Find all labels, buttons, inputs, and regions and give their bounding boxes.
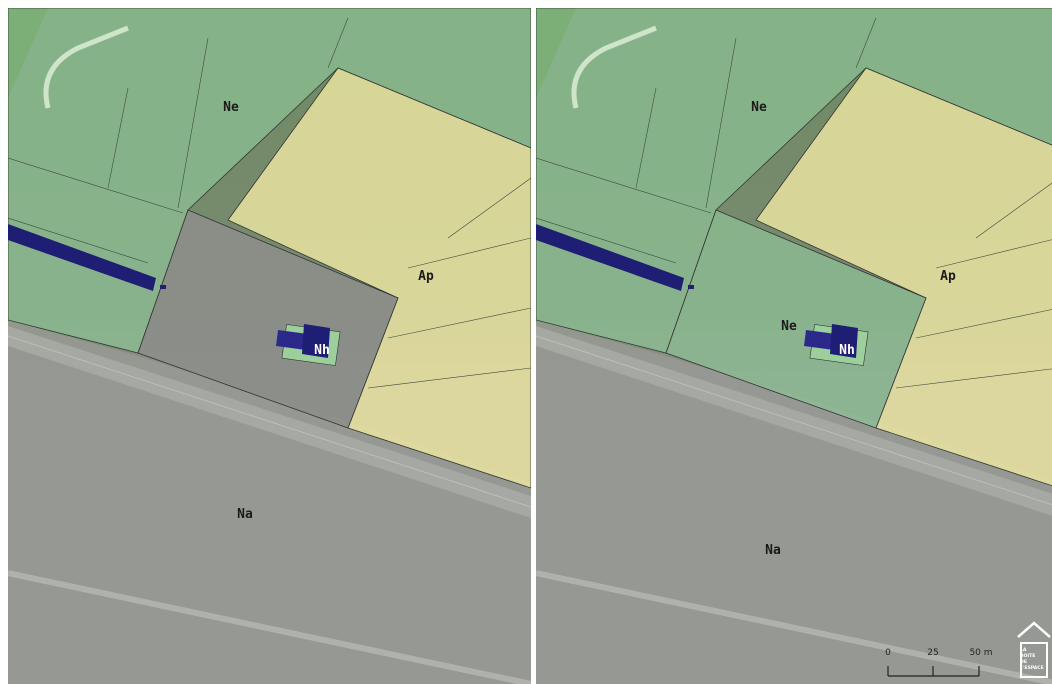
zone-na bbox=[8, 320, 531, 684]
track bbox=[536, 570, 1052, 684]
building-small bbox=[160, 285, 166, 289]
label-ap: Ap bbox=[418, 269, 434, 284]
logo-line-1: LA bbox=[1020, 647, 1027, 653]
scale-tick-0: 0 bbox=[885, 648, 891, 658]
label-nh: Nh bbox=[314, 343, 330, 358]
building-strip bbox=[536, 224, 684, 291]
zone-ne bbox=[8, 8, 531, 354]
label-nh: Nh bbox=[839, 343, 855, 358]
building-nh-b bbox=[302, 324, 330, 358]
road-line bbox=[8, 335, 531, 508]
map-panel-right[interactable]: Ne Ap Ne Nh Na 0 25 50 m LA BOITE DE L'E… bbox=[536, 8, 1052, 684]
building-nh-b bbox=[830, 324, 858, 358]
scale-tick-25: 25 bbox=[927, 648, 938, 658]
logo: LA BOITE DE L'ESPACE bbox=[1017, 621, 1051, 678]
cadastral-lines bbox=[8, 17, 531, 389]
scale-tick-50: 50 m bbox=[969, 648, 992, 658]
map-panel-left[interactable]: Ne Ap Nh Na bbox=[8, 8, 531, 684]
building-small bbox=[688, 285, 694, 289]
label-ne-parcel: Ne bbox=[781, 319, 797, 334]
label-ne: Ne bbox=[223, 100, 239, 115]
logo-line-3: DE bbox=[1020, 659, 1027, 665]
zone-ne bbox=[536, 8, 1052, 354]
label-ne: Ne bbox=[751, 100, 767, 115]
map-canvas-left[interactable]: Ne Ap Nh Na bbox=[8, 8, 531, 684]
label-na: Na bbox=[765, 543, 781, 558]
cadastral-lines bbox=[536, 17, 1052, 389]
path-curve bbox=[43, 25, 129, 109]
house-icon bbox=[1017, 621, 1051, 638]
zone-ne-parcel bbox=[665, 209, 927, 429]
logo-line-2: BOITE bbox=[1020, 653, 1035, 659]
building-nh-a bbox=[804, 330, 836, 350]
track bbox=[8, 570, 531, 684]
label-na: Na bbox=[237, 507, 253, 522]
road-line bbox=[536, 335, 1052, 506]
map-canvas-right[interactable]: Ne Ap Ne Nh Na 0 25 50 m LA BOITE DE L'E… bbox=[536, 8, 1052, 684]
building-nh-a bbox=[276, 330, 308, 350]
zone-na bbox=[536, 320, 1052, 684]
building-strip bbox=[8, 224, 156, 291]
label-ap: Ap bbox=[940, 269, 956, 284]
path-curve bbox=[571, 25, 657, 109]
logo-line-4: L'ESPACE bbox=[1020, 665, 1044, 671]
zone-parcel bbox=[137, 209, 399, 429]
scale-bar: 0 25 50 m bbox=[885, 648, 993, 677]
